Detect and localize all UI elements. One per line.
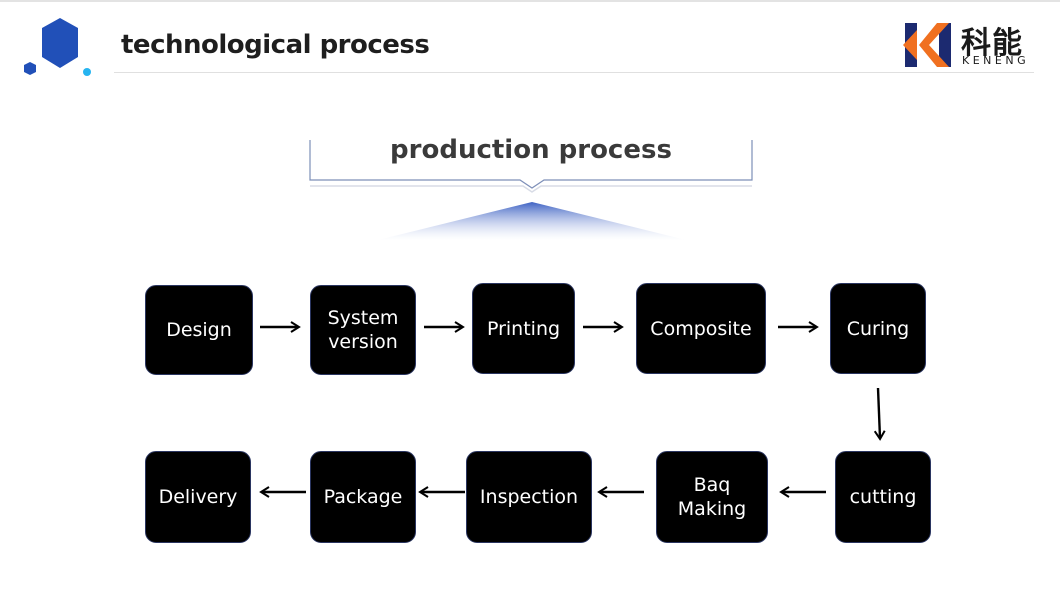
banner-title: production process [390,135,672,165]
banner-frame [309,140,753,240]
brand-name-en: KENENG [962,54,1030,67]
step-printing: Printing [472,283,575,374]
step-cutting: cutting [835,451,931,543]
page-title: technological process [121,30,430,60]
step-system-version: System version [310,285,416,375]
step-curing: Curing [830,283,926,374]
step-inspection: Inspection [466,451,592,543]
brand-name-cn: 科能 [961,26,1023,61]
step-package: Package [310,451,416,543]
step-delivery: Delivery [145,451,251,543]
step-composite: Composite [636,283,766,374]
hexagon-logo-icon [24,18,91,76]
arrow-down-icon [873,387,886,441]
step-bag-making: Baq Making [656,451,768,543]
top-border [0,0,1060,2]
step-design: Design [145,285,253,375]
header-divider [114,72,1034,73]
keneng-logo-icon [903,23,951,67]
